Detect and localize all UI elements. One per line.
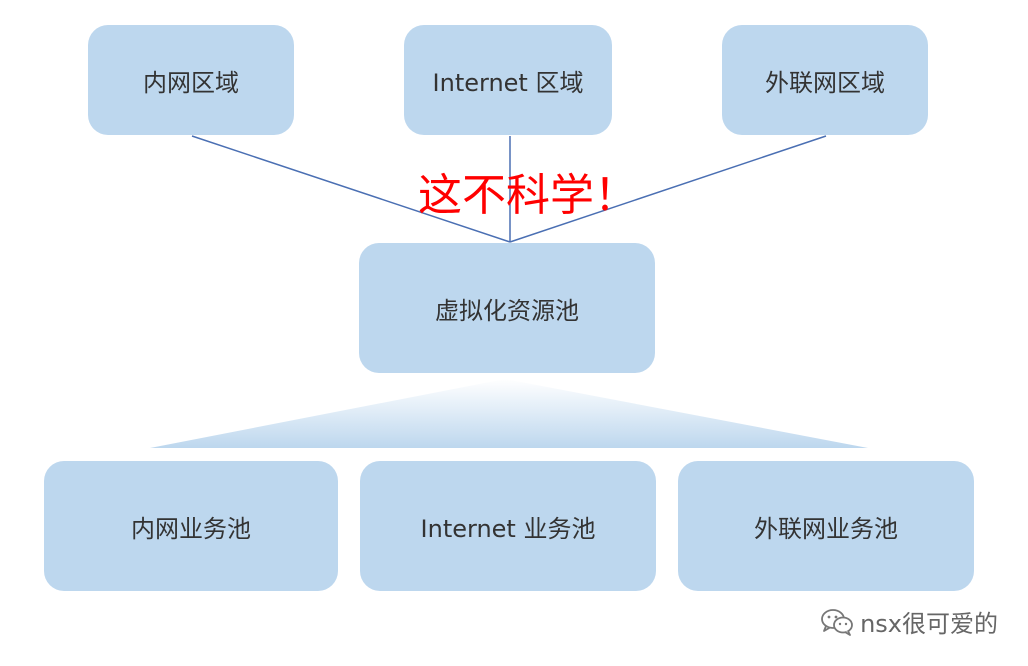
zone-internet-label: Internet 区域: [432, 68, 584, 97]
watermark: nsx很可爱的: [820, 604, 998, 639]
biz-pool-internet-box: Internet 业务池: [360, 461, 656, 591]
virtual-pool-box: 虚拟化资源池: [359, 243, 655, 373]
zone-extranet-box: 外联网区域: [722, 25, 928, 135]
biz-pool-internet-label: Internet 业务池: [420, 514, 596, 543]
virtual-pool-label: 虚拟化资源池: [435, 296, 579, 325]
distribution-fan: [150, 379, 868, 448]
biz-pool-internal-box: 内网业务池: [44, 461, 338, 591]
zone-internal-label: 内网区域: [143, 68, 239, 97]
biz-pool-internal-label: 内网业务池: [131, 514, 251, 543]
zone-internet-box: Internet 区域: [404, 25, 612, 135]
zone-extranet-label: 外联网区域: [765, 68, 885, 97]
connector-line-internal: [191, 135, 511, 243]
biz-pool-extranet-label: 外联网业务池: [754, 514, 898, 543]
watermark-text: nsx很可爱的: [860, 610, 998, 638]
wechat-icon: [821, 608, 853, 636]
annotation-text: 这不科学！: [418, 170, 638, 221]
zone-internal-box: 内网区域: [88, 25, 294, 135]
biz-pool-extranet-box: 外联网业务池: [678, 461, 974, 591]
connector-line-extranet: [509, 135, 827, 243]
